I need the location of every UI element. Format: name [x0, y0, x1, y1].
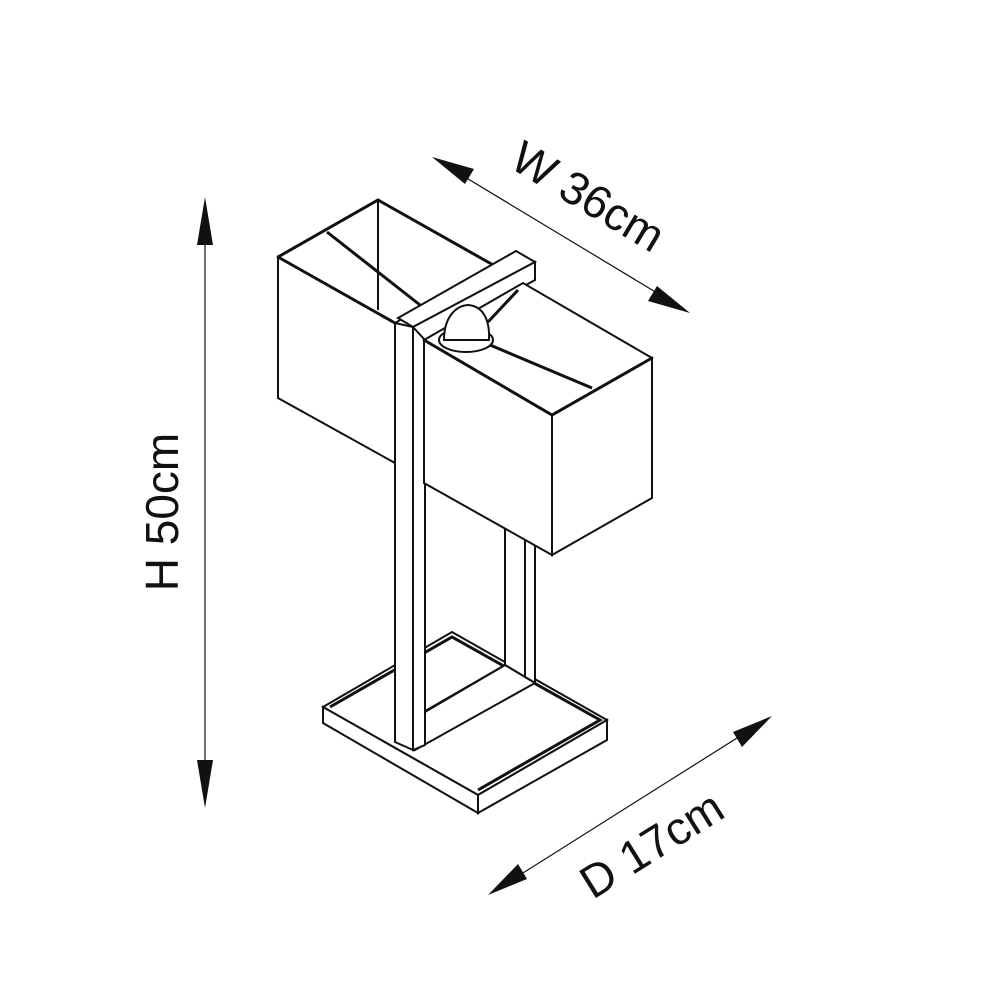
depth-label: D 17cm [571, 780, 733, 908]
lamp-frame-back-post [504, 519, 536, 685]
depth-dimension-arrow [488, 716, 772, 895]
lamp-frame-front-post [394, 249, 538, 752]
width-label: W 36cm [503, 131, 674, 262]
height-label: H 50cm [136, 433, 188, 591]
light-bulb-icon [438, 303, 494, 353]
lamp-shade-left [275, 198, 498, 465]
height-dimension-arrow [197, 197, 213, 808]
width-dimension-arrow [432, 157, 690, 313]
